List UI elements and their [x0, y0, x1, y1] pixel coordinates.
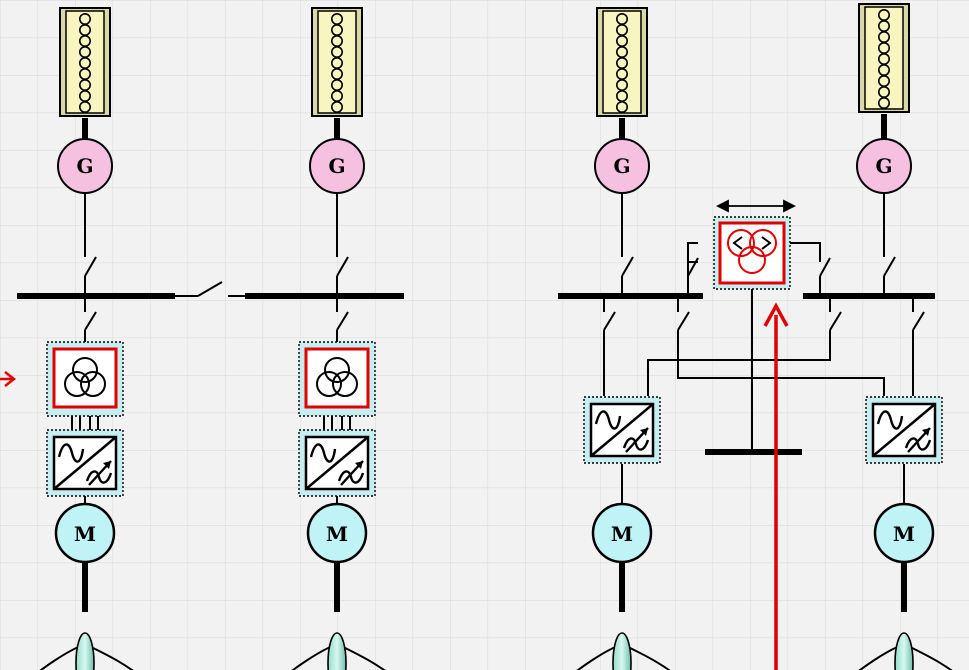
frequency-converter-icon	[45, 428, 125, 498]
left-system: G M	[0, 7, 404, 670]
bus-tie-switch	[175, 281, 245, 297]
double-arrow-icon	[715, 199, 797, 213]
frequency-converter-icon	[864, 395, 944, 465]
central-transformer	[713, 216, 791, 290]
three-winding-transformer-icon	[297, 340, 377, 418]
motor-label: M	[893, 522, 915, 546]
right-system: G G	[556, 3, 969, 670]
generator-label: G	[76, 154, 93, 178]
branch-1: G M	[19, 7, 151, 670]
branch-2: G M	[271, 7, 403, 670]
diesel-engine-icon	[858, 3, 910, 113]
frequency-converter-icon	[297, 428, 377, 498]
diesel-engine-icon	[311, 7, 363, 117]
frequency-converter-icon	[582, 395, 662, 465]
red-arrow-icon	[0, 371, 17, 387]
three-winding-transformer-icon	[45, 340, 125, 418]
three-winding-transformer-icon	[727, 229, 755, 257]
motor-label: M	[611, 522, 633, 546]
motor-label: M	[326, 522, 348, 546]
diesel-engine-icon	[59, 7, 111, 117]
generator-label: G	[613, 154, 630, 178]
red-arrow-icon	[763, 302, 789, 670]
generator-label: G	[875, 154, 892, 178]
generator-label: G	[328, 154, 345, 178]
motor-label: M	[74, 522, 96, 546]
diesel-engine-icon	[596, 7, 648, 117]
